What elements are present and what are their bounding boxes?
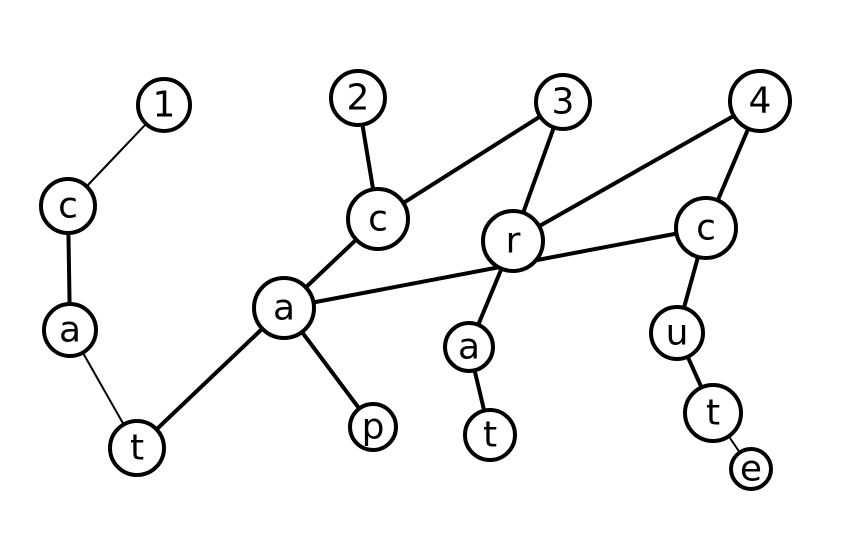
node-label: a (458, 327, 480, 368)
node-t2: t (463, 408, 517, 462)
node-circle (39, 177, 97, 235)
edge-n3-c2 (376, 100, 565, 221)
node-circle (683, 383, 743, 443)
node-circle (729, 447, 773, 491)
node-n1: 1 (136, 77, 192, 133)
node-label: u (666, 313, 689, 354)
node-label: p (362, 407, 385, 448)
node-n3: 3 (534, 73, 592, 131)
node-a1: a (42, 302, 98, 358)
node-label: t (130, 428, 144, 469)
edge-n4-r1 (511, 99, 762, 243)
node-e1: e (729, 447, 773, 491)
node-circle (534, 73, 592, 131)
node-circle (136, 77, 192, 133)
node-circle (463, 408, 517, 462)
node-circle (649, 305, 705, 361)
node-c3: c (674, 196, 738, 260)
node-label: 1 (153, 85, 176, 126)
edge-t1-a2 (135, 306, 286, 450)
node-label: 2 (347, 78, 370, 119)
node-c1: c (39, 177, 97, 235)
node-label: c (368, 199, 388, 240)
node-label: a (59, 310, 81, 351)
node-circle (674, 196, 738, 260)
edge-a2-c3 (282, 226, 708, 310)
node-circle (346, 187, 410, 251)
node-circle (329, 69, 387, 127)
node-circle (348, 402, 398, 452)
node-u1: u (649, 305, 705, 361)
node-n2: 2 (329, 69, 387, 127)
node-a2: a (252, 276, 316, 340)
node-p1: p (348, 402, 398, 452)
node-circle (42, 302, 98, 358)
node-r1: r (481, 209, 545, 273)
node-c2: c (346, 187, 410, 251)
node-circle (443, 321, 495, 373)
node-circle (728, 69, 792, 133)
node-label: c (696, 208, 716, 249)
edges-layer (66, 96, 762, 470)
node-label: t (483, 415, 497, 456)
node-a3: a (443, 321, 495, 373)
node-circle (108, 419, 166, 477)
node-circle (252, 276, 316, 340)
node-label: a (273, 288, 295, 329)
node-label: e (740, 449, 762, 490)
node-t3: t (683, 383, 743, 443)
node-t1: t (108, 419, 166, 477)
node-n4: 4 (728, 69, 792, 133)
node-label: r (506, 221, 521, 262)
node-label: 3 (552, 82, 575, 123)
node-label: c (58, 186, 78, 227)
node-label: 4 (749, 81, 772, 122)
node-circle (481, 209, 545, 273)
node-label: t (706, 393, 720, 434)
